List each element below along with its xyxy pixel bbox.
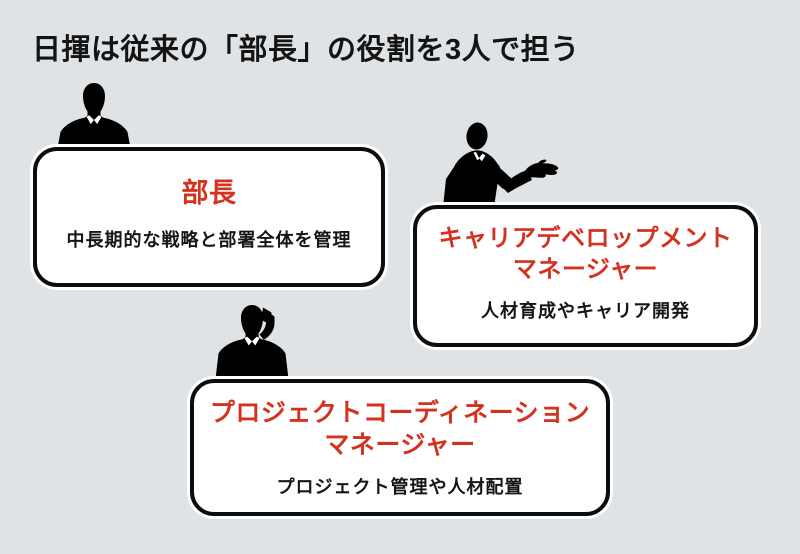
businessman-bust-figure xyxy=(57,83,131,148)
role-card-project-coordination-manager: プロジェクトコーディネーション マネージャー プロジェクト管理や人材配置 xyxy=(190,379,610,516)
role-description: 人材育成やキャリア開発 xyxy=(481,301,690,322)
diagram-title: 日揮は従来の「部長」の役割を3人で担う xyxy=(32,34,580,66)
role-description: 中長期的な戦略と部署全体を管理 xyxy=(66,229,352,250)
role-title-line2: マネージャー xyxy=(512,255,659,283)
role-title: キャリアデベロップメント xyxy=(438,225,733,252)
role-card-bucho: 部長 中長期的な戦略と部署全体を管理 xyxy=(33,147,385,287)
businessman-gesturing-figure xyxy=(443,122,559,207)
role-title: 部長 xyxy=(181,178,237,208)
businessman-on-phone-figure xyxy=(215,305,289,379)
role-description: プロジェクト管理や人材配置 xyxy=(276,477,524,497)
role-title: プロジェクトコーディネーション xyxy=(209,399,591,427)
role-title-line2: マネージャー xyxy=(324,431,476,459)
role-card-career-development-manager: キャリアデベロップメント マネージャー 人材育成やキャリア開発 xyxy=(413,205,758,347)
